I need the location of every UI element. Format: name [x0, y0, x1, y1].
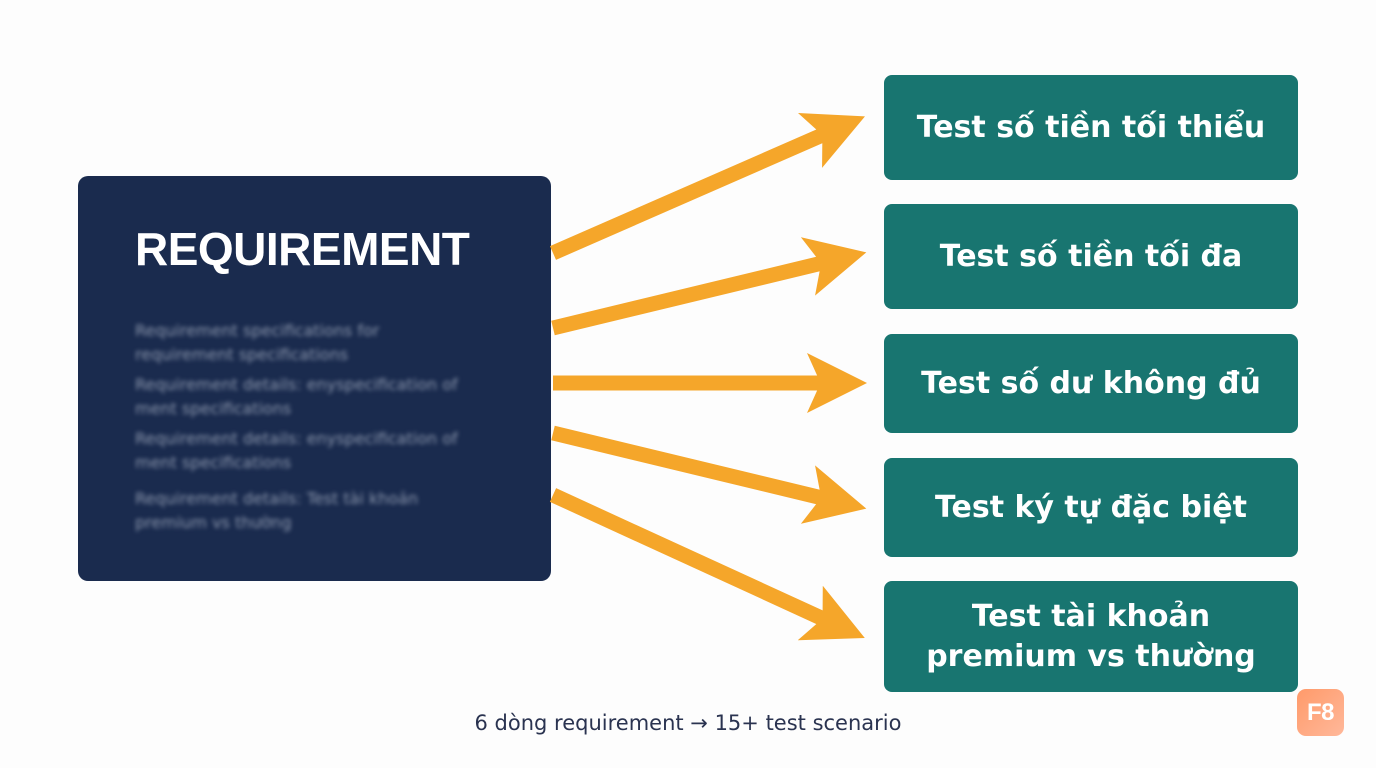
- arrow-to-scenario-1: [549, 112, 865, 260]
- scenario-card-insufficient-balance: Test số dư không đủ: [884, 334, 1298, 433]
- scenario-label: Test số tiền tối đa: [939, 238, 1243, 274]
- requirement-detail-line: Requirement details: enyspecification of…: [135, 429, 458, 472]
- requirement-title: REQUIREMENT: [135, 223, 470, 275]
- requirement-detail-line: Requirement details: Test tài khoản prem…: [135, 489, 419, 532]
- scenario-card-premium-vs-regular: Test tài khoản premium vs thường: [884, 581, 1298, 692]
- logo-text: F8: [1306, 698, 1335, 726]
- requirement-detail-line: Requirement specifications for requireme…: [135, 321, 380, 364]
- arrow-to-scenario-5: [549, 488, 865, 641]
- scenario-card-min-amount: Test số tiền tối thiểu: [884, 75, 1298, 180]
- requirement-details: Requirement specifications for requireme…: [135, 319, 495, 541]
- requirement-box: REQUIREMENT Requirement specifications f…: [78, 176, 551, 581]
- scenario-label: Test tài khoản premium vs thường: [926, 598, 1256, 674]
- scenario-card-max-amount: Test số tiền tối đa: [884, 204, 1298, 309]
- scenario-label: Test số dư không đủ: [921, 365, 1261, 401]
- caption: 6 dòng requirement → 15+ test scenario: [474, 711, 902, 735]
- arrow-to-scenario-4: [551, 425, 867, 524]
- scenario-label: Test ký tự đặc biệt: [935, 489, 1247, 525]
- scenario-card-special-characters: Test ký tự đặc biệt: [884, 458, 1298, 557]
- requirement-detail-line: Requirement details: enyspecification of…: [135, 375, 458, 418]
- f8-logo: F8: [1297, 689, 1344, 736]
- arrow-to-scenario-2: [551, 237, 867, 336]
- scenario-label: Test số tiền tối thiểu: [916, 109, 1266, 145]
